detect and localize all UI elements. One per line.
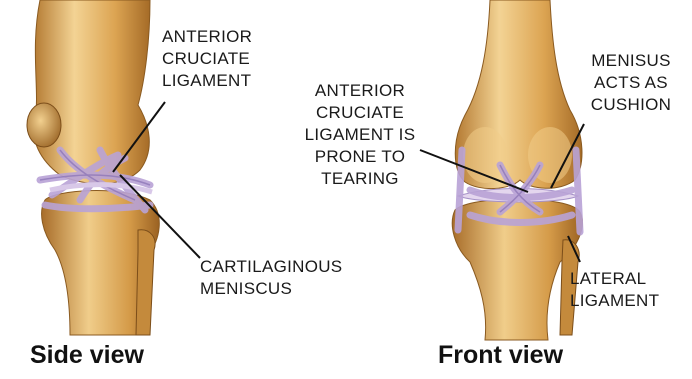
label-line: TEARING: [270, 168, 450, 190]
label-front-menisus: MENISUS ACTS AS CUSHION: [572, 50, 690, 116]
label-line: MENISCUS: [200, 278, 342, 300]
label-front-lateral: LATERAL LIGAMENT: [570, 268, 659, 312]
side-patella: [27, 103, 61, 147]
label-line: CRUCIATE: [270, 102, 450, 124]
side-view-knee: [27, 0, 159, 335]
label-line: LIGAMENT IS: [270, 124, 450, 146]
side-femur: [34, 0, 150, 184]
caption-side-view: Side view: [30, 341, 144, 370]
label-line: LATERAL: [570, 268, 659, 290]
label-line: LIGAMENT: [162, 70, 252, 92]
label-line: ANTERIOR: [270, 80, 450, 102]
label-line: PRONE TO: [270, 146, 450, 168]
label-front-acl: ANTERIOR CRUCIATE LIGAMENT IS PRONE TO T…: [270, 80, 450, 190]
label-side-acl: ANTERIOR CRUCIATE LIGAMENT: [162, 26, 252, 92]
side-fibula: [136, 230, 155, 335]
label-line: CUSHION: [572, 94, 690, 116]
caption-front-view: Front view: [438, 341, 563, 370]
label-line: MENISUS: [572, 50, 690, 72]
label-line: CRUCIATE: [162, 48, 252, 70]
label-line: ACTS AS: [572, 72, 690, 94]
label-line: ANTERIOR: [162, 26, 252, 48]
label-side-meniscus: CARTILAGINOUS MENISCUS: [200, 256, 342, 300]
label-line: LIGAMENT: [570, 290, 659, 312]
label-line: CARTILAGINOUS: [200, 256, 342, 278]
